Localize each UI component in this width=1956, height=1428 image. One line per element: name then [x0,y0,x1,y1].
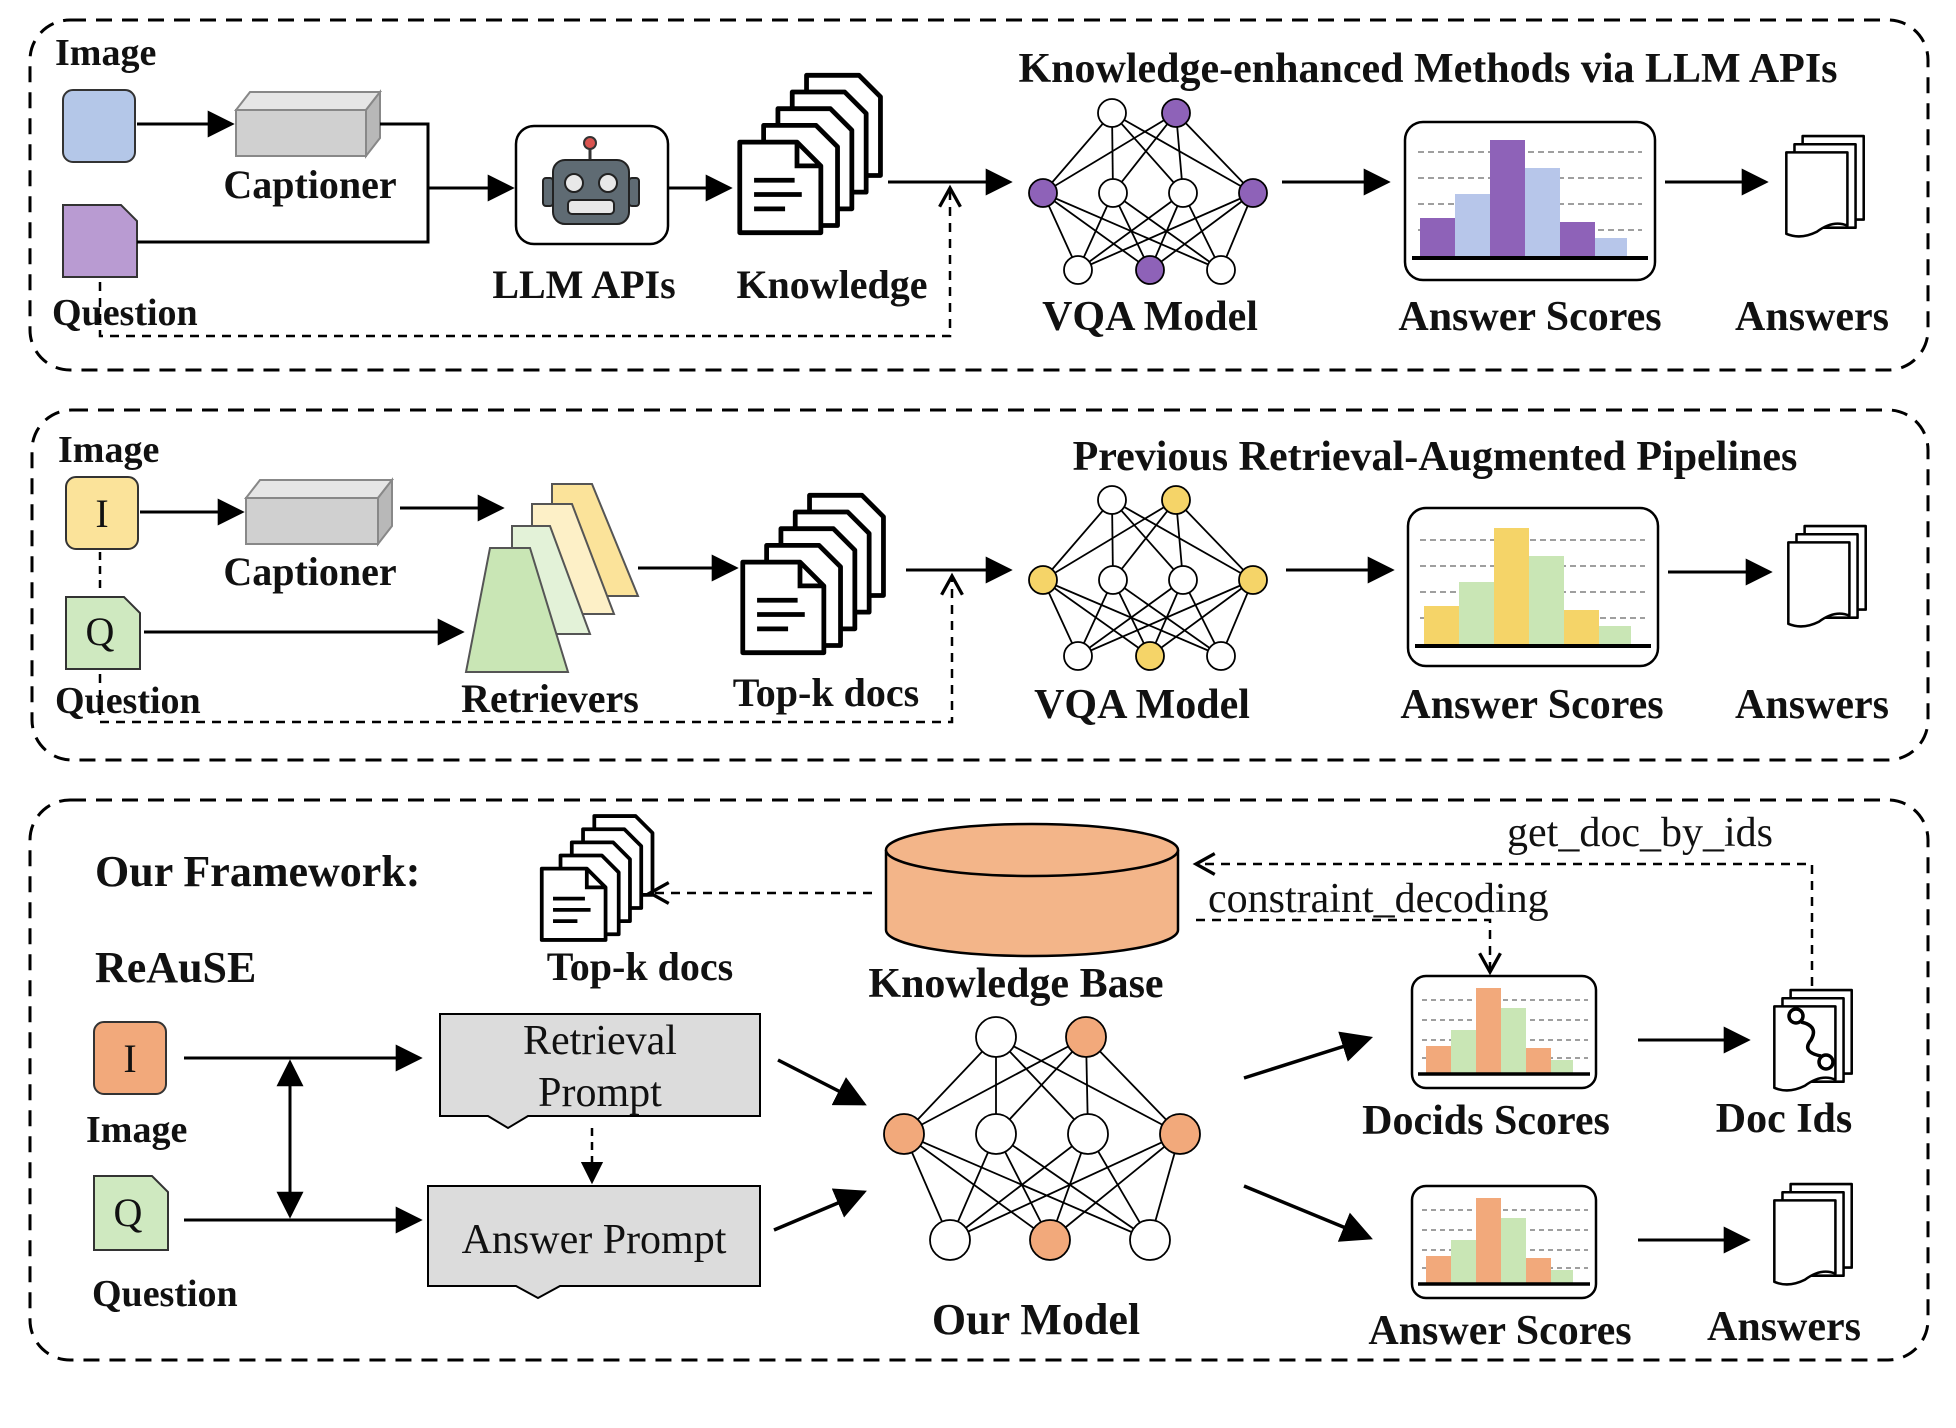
top-image-box [62,89,136,163]
panel-retrieval-augmented: Previous Retrieval-Augmented Pipelines I… [30,408,1930,762]
bottom-answers-label: Answers [1707,1304,1861,1350]
answer-prompt-box [427,1185,761,1300]
top-image-label: Image [55,32,156,74]
docids-scores-chart-icon [1410,974,1598,1090]
mid-image-letter: I [95,491,108,536]
mid-topk-label: Top-k docs [733,670,919,715]
our-model-label: Our Model [932,1295,1140,1344]
mid-image-label: Image [58,429,159,471]
panel-top-border [28,18,1930,372]
answer-prompt-label: Answer Prompt [462,1217,727,1263]
bottom-topk-label: Top-k docs [547,944,733,989]
bottom-question-letter: Q [114,1190,143,1235]
robot-icon [542,136,640,225]
panel-bottom-border [28,798,1930,1362]
retrieval-prompt-box [439,1013,761,1130]
top-answers-icon [1785,134,1865,238]
bottom-image-box [93,1021,167,1095]
retrievers-icon [464,483,640,673]
database-icon [884,822,1180,958]
mid-captioner-label: Captioner [223,549,396,594]
mid-question-letter: Q [86,609,115,654]
panel-middle-title: Previous Retrieval-Augmented Pipelines [1073,434,1798,480]
framework-label: Our Framework: [95,847,420,896]
top-answers-label: Answers [1735,294,1889,340]
top-captioner-label: Captioner [223,162,396,207]
panel-our-framework: Our Framework: ReAuSE I Image Q Question… [28,798,1930,1362]
mid-answers-icon [1787,524,1867,628]
our-model-network-icon [883,1016,1201,1261]
mid-vqa-label: VQA Model [1034,682,1250,728]
panel-knowledge-enhanced: Knowledge-enhanced Methods via LLM APIs … [28,18,1930,372]
bottom-scores-label: Answer Scores [1368,1308,1631,1354]
bottom-answers-icon [1773,1182,1853,1286]
mid-image-box [65,476,139,550]
retrieval-prompt-line2: Prompt [538,1070,662,1116]
knowledge-base-label: Knowledge Base [868,961,1163,1007]
mid-scores-label: Answer Scores [1400,682,1663,728]
top-question-label: Question [52,292,198,334]
mid-question-label: Question [55,680,201,722]
mid-captioner-box [243,477,395,547]
mid-topk-docs-icon [743,495,884,652]
bottom-topk-docs-icon [539,814,655,942]
constraint-decoding-label: constraint_decoding [1208,876,1549,922]
panel-middle-border [30,408,1930,762]
knowledge-docs-icon [740,75,881,232]
mid-question-doc [65,596,141,670]
top-scores-label: Answer Scores [1398,294,1661,340]
get-doc-by-ids-label: get_doc_by_ids [1507,810,1773,856]
bottom-question-doc [93,1175,169,1251]
retrieval-prompt-line1: Retrieval [523,1018,677,1064]
docids-scores-label: Docids Scores [1362,1098,1610,1144]
knowledge-label: Knowledge [736,262,927,307]
method-name-label: ReAuSE [95,943,256,992]
top-answer-scores-chart-icon [1403,120,1657,282]
doc-ids-link-icon [1773,988,1853,1092]
llm-api-label: LLM APIs [492,262,675,307]
top-vqa-label: VQA Model [1042,294,1258,340]
panel-top-title: Knowledge-enhanced Methods via LLM APIs [1018,46,1837,92]
mid-vqa-network-icon [1028,485,1268,671]
bottom-image-letter: I [123,1036,136,1081]
bottom-image-label: Image [86,1109,187,1151]
top-question-doc [62,204,138,278]
mid-answers-label: Answers [1735,682,1889,728]
top-captioner-box [233,89,383,159]
bottom-answer-scores-chart-icon [1410,1184,1598,1300]
doc-ids-label: Doc Ids [1716,1096,1853,1142]
bottom-question-label: Question [92,1273,238,1315]
retrievers-label: Retrievers [461,676,639,721]
top-vqa-network-icon [1028,98,1268,285]
mid-answer-scores-chart-icon [1406,506,1660,668]
